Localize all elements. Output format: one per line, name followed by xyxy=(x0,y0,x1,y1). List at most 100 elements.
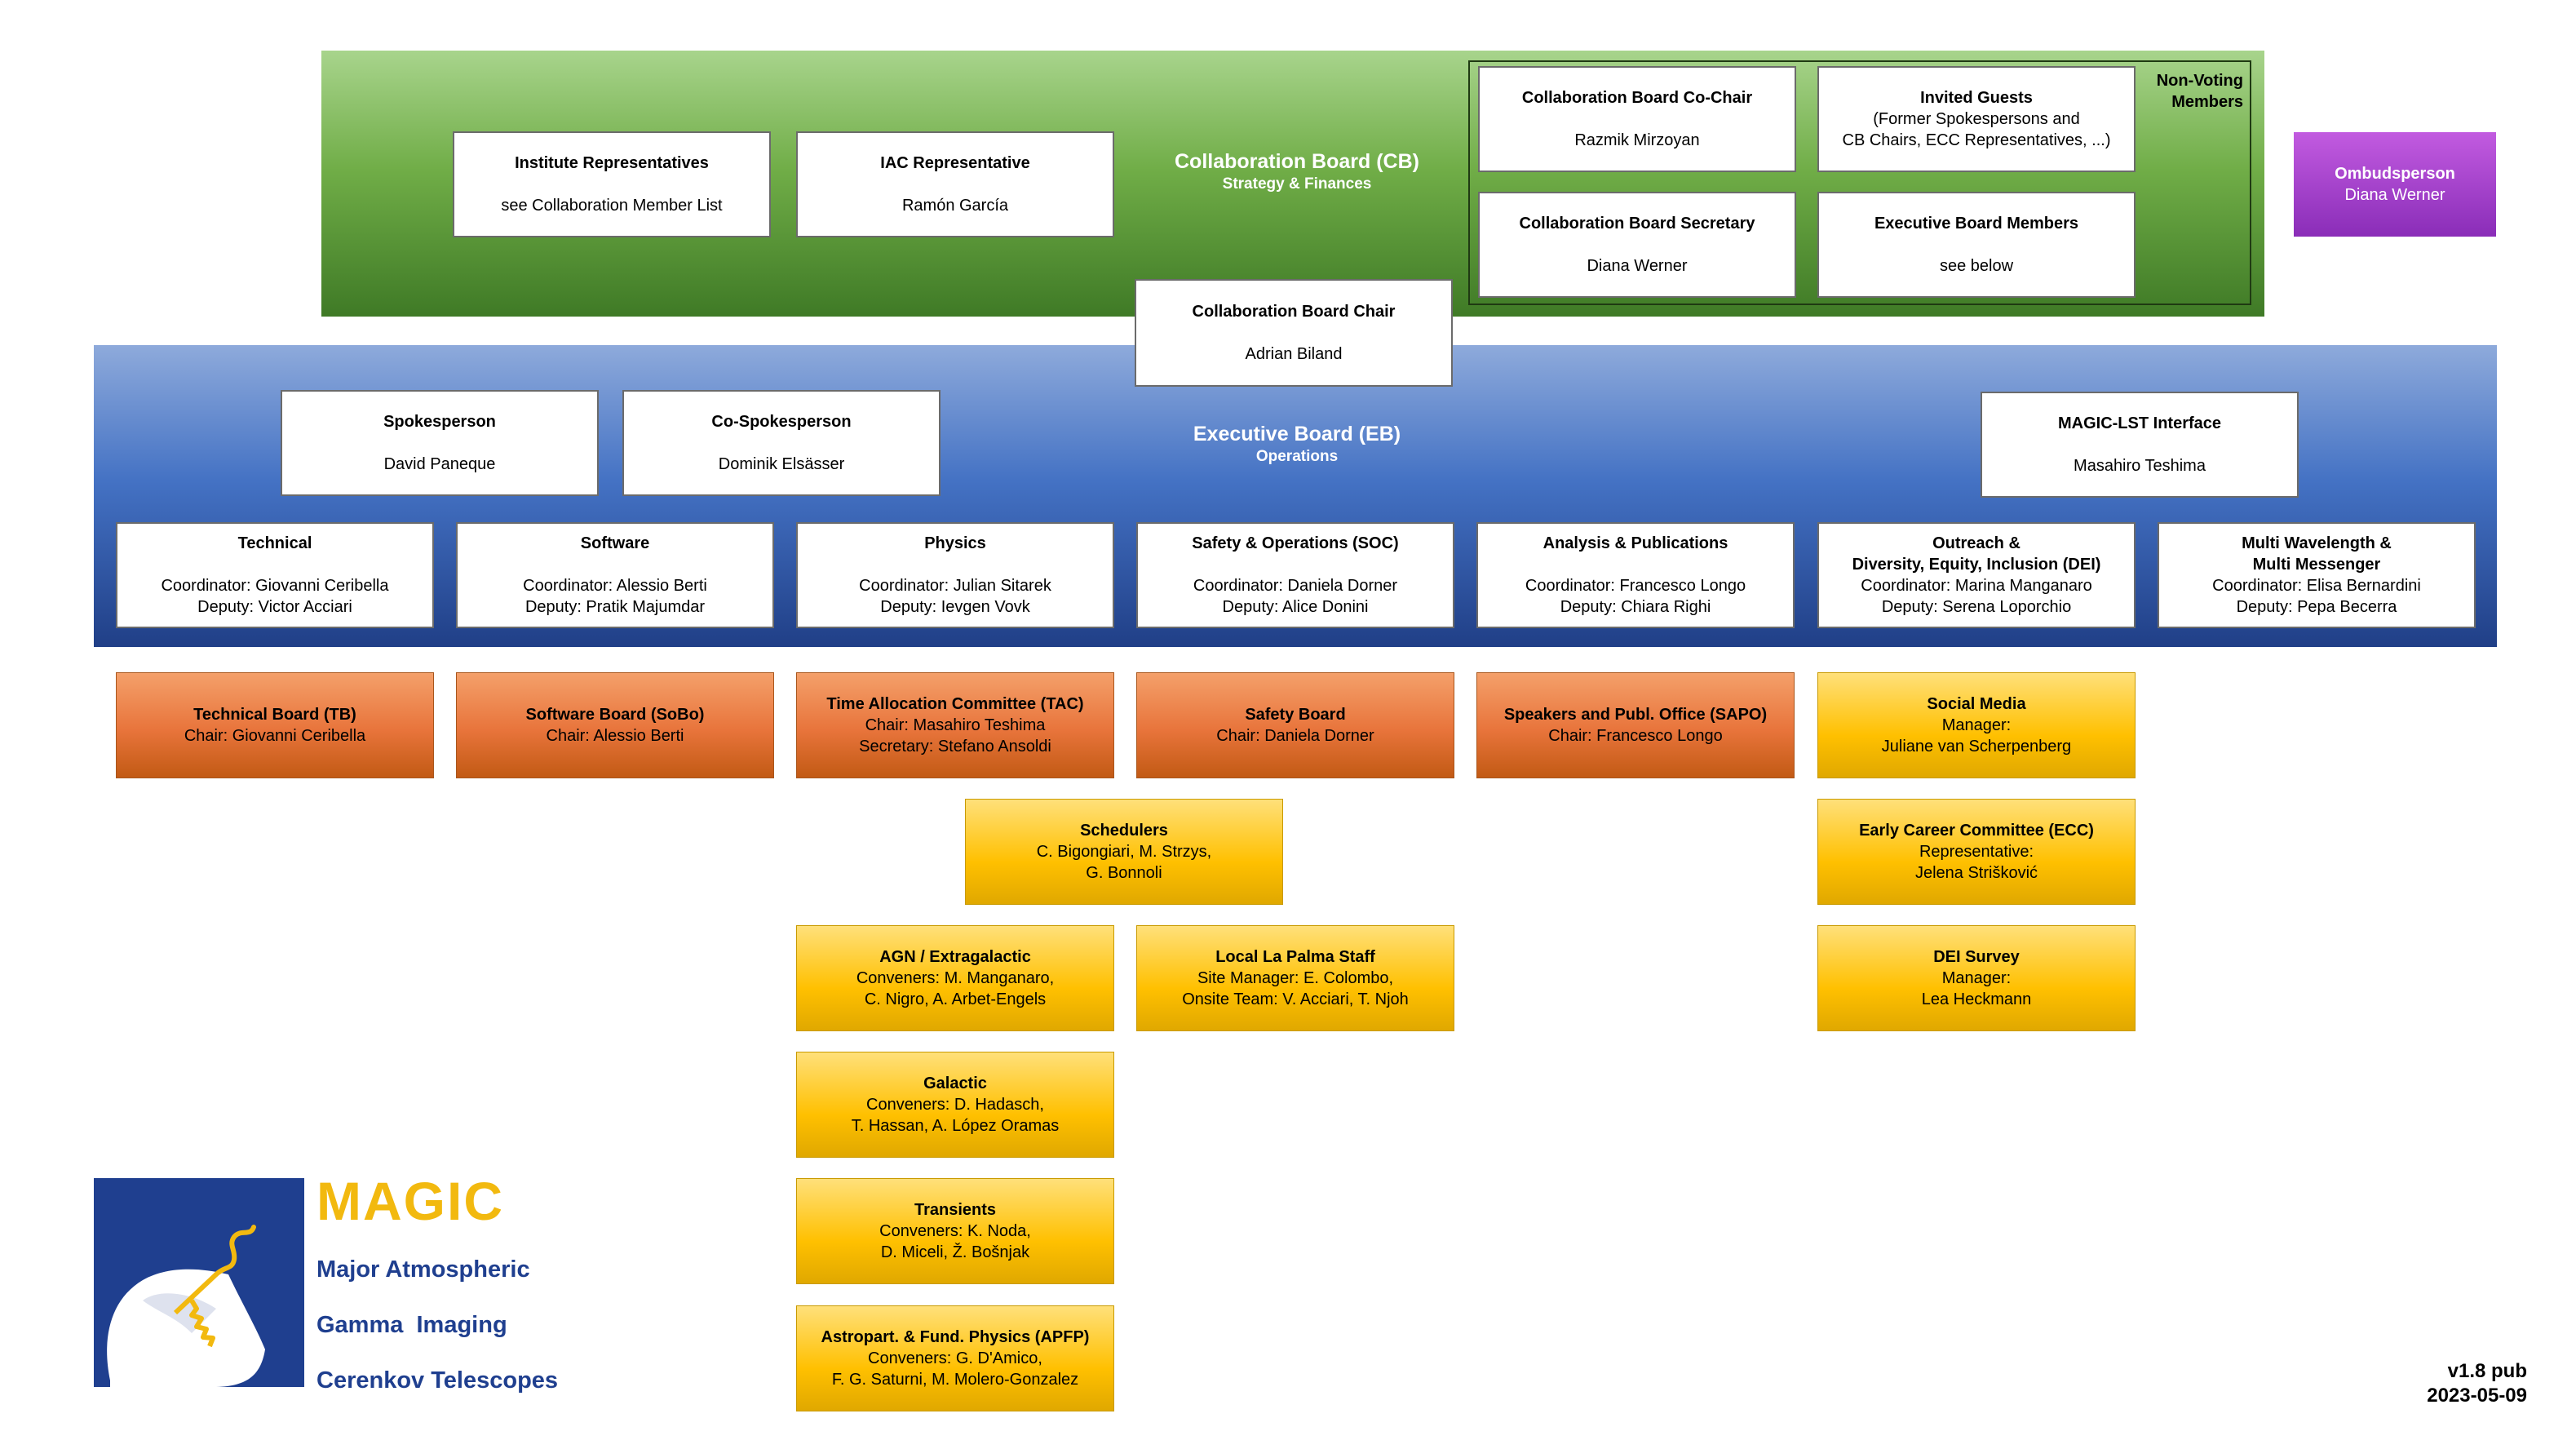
box-text: G. Bonnoli xyxy=(1086,864,1162,882)
box-text: (Former Spokespersons and xyxy=(1873,110,2080,128)
box-text: Adrian Biland xyxy=(1245,345,1343,363)
deputy-text: Deputy: Pratik Majumdar xyxy=(524,598,706,616)
box-title: Schedulers xyxy=(1080,822,1168,840)
ombudsperson-box: Ombudsperson Diana Werner xyxy=(2294,132,2496,237)
deputy-text: Deputy: Chiara Righi xyxy=(1560,598,1711,616)
box-text: Onsite Team: V. Acciari, T. Njoh xyxy=(1182,990,1409,1008)
area-software-box: Software Coordinator: Alessio Berti Depu… xyxy=(456,522,774,628)
area-technical-box: Technical Coordinator: Giovanni Ceribell… xyxy=(116,522,434,628)
transients-box: Transients Conveners: K. Noda, D. Miceli… xyxy=(796,1178,1114,1284)
deputy-text: Deputy: Serena Loporchio xyxy=(1881,598,2072,616)
version-text: v1.8 pub xyxy=(2447,1360,2527,1382)
box-title: Speakers and Publ. Office (SAPO) xyxy=(1503,706,1768,724)
cb-secretary-box: Collaboration Board Secretary Diana Wern… xyxy=(1478,192,1796,298)
box-title: Transients xyxy=(914,1201,997,1219)
box-title: Galactic xyxy=(923,1075,987,1092)
box-title: IAC Representative xyxy=(880,154,1030,172)
box-title: Executive Board Members xyxy=(1874,215,2079,233)
box-title: Local La Palma Staff xyxy=(1215,948,1375,966)
box-text: CB Chairs, ECC Representatives, ...) xyxy=(1842,131,2111,149)
box-text: see Collaboration Member List xyxy=(501,197,723,215)
box-text: Manager: xyxy=(1941,969,2012,987)
box-text: T. Hassan, A. López Oramas xyxy=(851,1117,1060,1135)
box-title: Collaboration Board Secretary xyxy=(1519,215,1755,233)
box-title: Safety & Operations (SOC) xyxy=(1192,534,1399,552)
agn-extragalactic-box: AGN / Extragalactic Conveners: M. Mangan… xyxy=(796,925,1114,1031)
box-title: Software Board (SoBo) xyxy=(525,706,705,724)
box-title-2: Multi Messenger xyxy=(2252,556,2381,574)
executive-board-members-box: Executive Board Members see below xyxy=(1817,192,2136,298)
box-text: Representative: xyxy=(1919,843,2034,861)
magic-logo-line3: Cerenkov Telescopes xyxy=(316,1367,559,1394)
box-text: David Paneque xyxy=(383,455,496,473)
early-career-committee-box: Early Career Committee (ECC) Representat… xyxy=(1817,799,2136,905)
cb-subtitle: Strategy & Finances xyxy=(1222,175,1372,193)
box-title: Collaboration Board Co-Chair xyxy=(1521,89,1753,107)
box-title: Physics xyxy=(924,534,986,552)
box-text: Juliane van Scherpenberg xyxy=(1881,738,2072,756)
box-text: Chair: Alessio Berti xyxy=(546,727,684,745)
cb-title: Collaboration Board (CB) Strategy & Fina… xyxy=(1126,148,1468,194)
sapo-box: Speakers and Publ. Office (SAPO) Chair: … xyxy=(1476,672,1795,778)
area-outreach-dei-box: Outreach & Diversity, Equity, Inclusion … xyxy=(1817,522,2136,628)
invited-guests-box: Invited Guests (Former Spokespersons and… xyxy=(1817,66,2136,172)
cb-chair-box: Collaboration Board Chair Adrian Biland xyxy=(1135,279,1453,387)
box-text: Site Manager: E. Colombo, xyxy=(1197,969,1394,987)
box-text: C. Nigro, A. Arbet-Engels xyxy=(864,990,1047,1008)
coordinator-text: Coordinator: Julian Sitarek xyxy=(859,577,1051,595)
box-title: MAGIC-LST Interface xyxy=(2057,414,2222,432)
magic-logo-emblem xyxy=(94,1178,304,1387)
coordinator-text: Coordinator: Daniela Dorner xyxy=(1193,577,1398,595)
coordinator-text: Coordinator: Giovanni Ceribella xyxy=(161,577,389,595)
time-allocation-committee-box: Time Allocation Committee (TAC) Chair: M… xyxy=(796,672,1114,778)
co-spokesperson-box: Co-Spokesperson Dominik Elsässer xyxy=(622,390,941,496)
apfp-box: Astropart. & Fund. Physics (APFP) Conven… xyxy=(796,1305,1114,1411)
coordinator-text: Coordinator: Marina Manganaro xyxy=(1861,577,2092,595)
eb-title-text: Executive Board (EB) xyxy=(1193,423,1401,445)
box-title: Collaboration Board Chair xyxy=(1192,303,1396,321)
version-date: 2023-05-09 xyxy=(2427,1385,2527,1407)
area-physics-box: Physics Coordinator: Julian Sitarek Depu… xyxy=(796,522,1114,628)
coordinator-text: Coordinator: Francesco Longo xyxy=(1525,577,1746,595)
box-text: Chair: Francesco Longo xyxy=(1548,727,1723,745)
box-text: Masahiro Teshima xyxy=(2074,457,2206,475)
software-board-box: Software Board (SoBo) Chair: Alessio Ber… xyxy=(456,672,774,778)
dei-survey-box: DEI Survey Manager: Lea Heckmann xyxy=(1817,925,2136,1031)
box-text: D. Miceli, Ž. Bošnjak xyxy=(880,1243,1030,1261)
box-text: Chair: Giovanni Ceribella xyxy=(184,727,366,745)
deputy-text: Deputy: Alice Donini xyxy=(1222,598,1369,616)
box-title: Spokesperson xyxy=(383,413,496,431)
magic-logo-name: MAGIC xyxy=(316,1171,504,1231)
magic-logo-line1: Major Atmospheric xyxy=(316,1256,530,1283)
box-title: Social Media xyxy=(1927,695,2026,713)
non-voting-label: Non-Voting Members xyxy=(2145,70,2243,113)
cb-title-text: Collaboration Board (CB) xyxy=(1175,150,1419,173)
box-title: Early Career Committee (ECC) xyxy=(1859,822,2094,840)
coordinator-text: Coordinator: Alessio Berti xyxy=(523,577,707,595)
deputy-text: Deputy: Victor Acciari xyxy=(197,598,352,616)
iac-representative-box: IAC Representative Ramón García xyxy=(796,131,1114,237)
box-text: C. Bigongiari, M. Strzys, xyxy=(1036,843,1212,861)
area-multi-wavelength-box: Multi Wavelength & Multi Messenger Coord… xyxy=(2158,522,2476,628)
box-text: F. G. Saturni, M. Molero-Gonzalez xyxy=(831,1371,1079,1389)
social-media-box: Social Media Manager: Juliane van Scherp… xyxy=(1817,672,2136,778)
area-safety-operations-box: Safety & Operations (SOC) Coordinator: D… xyxy=(1136,522,1454,628)
local-la-palma-staff-box: Local La Palma Staff Site Manager: E. Co… xyxy=(1136,925,1454,1031)
non-voting-frame xyxy=(1468,60,2251,305)
technical-board-box: Technical Board (TB) Chair: Giovanni Cer… xyxy=(116,672,434,778)
box-text: Chair: Daniela Dorner xyxy=(1216,727,1374,745)
schedulers-box: Schedulers C. Bigongiari, M. Strzys, G. … xyxy=(965,799,1283,905)
box-text: Diana Werner xyxy=(1587,257,1688,275)
box-text: Conveners: D. Hadasch, xyxy=(866,1096,1044,1114)
telescope-mirror-icon xyxy=(107,1225,265,1387)
deputy-text: Deputy: Pepa Becerra xyxy=(2236,598,2397,616)
box-title: Multi Wavelength & xyxy=(2242,534,2392,552)
galactic-box: Galactic Conveners: D. Hadasch, T. Hassa… xyxy=(796,1052,1114,1158)
ombudsperson-title: Ombudsperson xyxy=(2335,165,2455,183)
box-title: Institute Representatives xyxy=(515,154,709,172)
box-text: Conveners: M. Manganaro, xyxy=(856,969,1055,987)
box-title-2: Diversity, Equity, Inclusion (DEI) xyxy=(1852,556,2101,574)
coordinator-text: Coordinator: Elisa Bernardini xyxy=(2212,577,2421,595)
box-text: Conveners: G. D'Amico, xyxy=(868,1349,1042,1367)
box-text: Manager: xyxy=(1941,716,2012,734)
